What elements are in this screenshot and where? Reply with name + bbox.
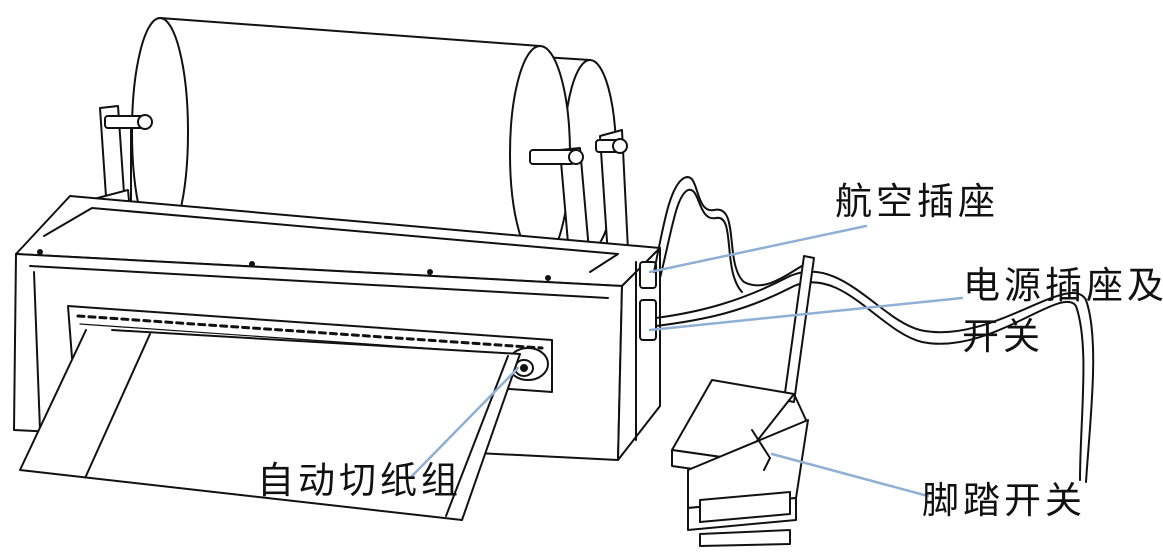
power-socket-label-line1: 电源插座及 [963,264,1163,307]
foot-switch-label: 脚踏开关 [922,479,1086,522]
aviation-socket-label: 航空插座 [835,180,999,223]
aviation-socket-leader [648,224,868,274]
auto-cutter-label: 自动切纸组 [257,459,462,502]
foot-switch-leader [770,452,930,498]
paper-sheet [19,329,521,521]
side-sockets [639,261,657,341]
cutter-leader [410,366,520,478]
cables [653,176,1095,483]
foot-pedal [671,379,809,547]
power-socket-leader [648,296,964,332]
power-socket-label-line2: 开关 [962,315,1044,358]
